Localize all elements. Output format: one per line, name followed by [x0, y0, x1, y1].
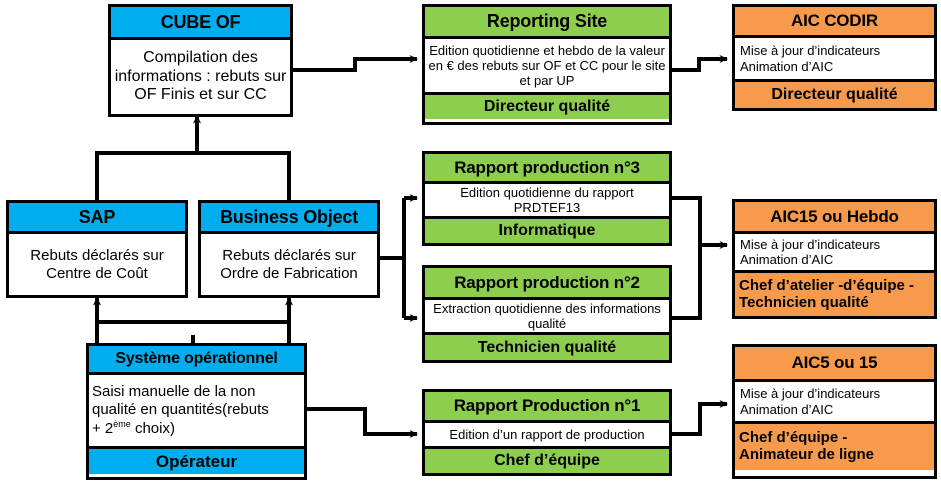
node-sap[interactable]: SAP Rebuts déclarés sur Centre de Coût: [6, 200, 188, 298]
node-rapport-production-2-header: Rapport production n°2: [425, 268, 669, 297]
line-cube-of-to-reporting-site: [293, 54, 419, 72]
node-aic15-hebdo-footer: Chef d’atelier -d’équipe - Technicien qu…: [735, 270, 934, 316]
node-reporting-site-body: Edition quotidienne et hebdo de la valeu…: [425, 36, 669, 92]
line-sap-bo-join: [95, 151, 291, 200]
node-systeme-operationnel-body-line3: + 2ème choix): [92, 419, 175, 438]
node-systeme-operationnel-body-line2: qualité en quantités(rebuts: [92, 401, 269, 419]
node-rapport-production-3-header: Rapport production n°3: [425, 154, 669, 181]
node-business-object[interactable]: Business Object Rebuts déclarés sur Ordr…: [198, 200, 380, 298]
node-aic-codir-body-line2: Animation d’AIC: [740, 58, 834, 74]
node-systeme-operationnel-body: Saisi manuelle de la non qualité en quan…: [89, 372, 304, 446]
node-cube-of-body: Compilation des informations : rebuts su…: [111, 37, 290, 114]
node-aic5-15-footer: Chef d’équipe - Animateur de ligne: [735, 421, 934, 470]
node-aic15-hebdo-body-line1: Mise à jour d’indicateurs: [740, 236, 881, 252]
node-sap-body: Rebuts déclarés sur Centre de Coût: [9, 231, 185, 295]
node-rapport-production-2-footer: Technicien qualité: [425, 332, 669, 360]
node-aic-codir-body-line1: Mise à jour d’indicateurs: [740, 43, 881, 59]
node-reporting-site-header: Reporting Site: [425, 7, 669, 36]
node-aic5-15-body-line1: Mise à jour d’indicateurs: [740, 386, 881, 402]
node-business-object-body: Rebuts déclarés sur Ordre de Fabrication: [201, 231, 377, 295]
line-rapports-merge: [672, 196, 702, 320]
node-aic15-hebdo-footer-line1: Chef d’atelier -d’équipe -: [739, 276, 915, 294]
node-aic15-hebdo-footer-line2: Technicien qualité: [739, 293, 869, 311]
node-aic5-15-body-line2: Animation d’AIC: [740, 401, 834, 417]
node-rapport-production-1-header: Rapport Production n°1: [425, 392, 669, 420]
node-aic5-15-header: AIC5 ou 15: [735, 347, 934, 379]
node-aic5-15-footer-line2: Animateur de ligne: [739, 446, 875, 463]
line-so-up-join: [95, 320, 291, 343]
node-systeme-operationnel-body-line1: Saisi manuelle de la non: [92, 383, 256, 401]
node-rapport-production-3-body: Edition quotidienne du rapport PRDTEF13: [425, 181, 669, 216]
node-aic15-hebdo[interactable]: AIC15 ou Hebdo Mise à jour d’indicateurs…: [732, 199, 937, 319]
node-sap-header: SAP: [9, 203, 185, 231]
node-systeme-operationnel-footer: Opérateur: [89, 446, 304, 474]
node-aic15-hebdo-body: Mise à jour d’indicateurs Animation d’AI…: [735, 231, 934, 270]
node-aic5-15[interactable]: AIC5 ou 15 Mise à jour d’indicateurs Ani…: [732, 344, 937, 479]
node-cube-of-header: CUBE OF: [111, 7, 290, 37]
node-aic15-hebdo-body-line2: Animation d’AIC: [740, 252, 834, 267]
node-systeme-operationnel-header: Système opérationnel: [89, 346, 304, 372]
node-rapport-production-2-body: Extraction quotidienne des informations …: [425, 297, 669, 332]
line-rapport-1-to-aic5: [672, 399, 729, 436]
node-aic5-15-footer-line1: Chef d’équipe -: [739, 429, 848, 447]
line-so-to-rapport-1: [307, 407, 419, 439]
node-reporting-site[interactable]: Reporting Site Edition quotidienne et he…: [422, 4, 672, 125]
body-line3-superscript: ème: [113, 418, 131, 429]
node-rapport-production-3-footer: Informatique: [425, 216, 669, 243]
node-aic-codir[interactable]: AIC CODIR Mise à jour d’indicateurs Anim…: [732, 4, 937, 111]
node-aic15-hebdo-header: AIC15 ou Hebdo: [735, 202, 934, 231]
node-reporting-site-footer: Directeur qualité: [425, 92, 669, 119]
node-rapport-production-2[interactable]: Rapport production n°2 Extraction quotid…: [422, 265, 672, 363]
node-aic-codir-header: AIC CODIR: [735, 7, 934, 35]
node-rapport-production-1-footer: Chef d’équipe: [425, 446, 669, 473]
line-reporting-site-to-aic-codir: [672, 54, 729, 72]
node-rapport-production-3[interactable]: Rapport production n°3 Edition quotidien…: [422, 151, 672, 246]
node-cube-of[interactable]: CUBE OF Compilation des informations : r…: [108, 4, 293, 117]
node-rapport-production-1[interactable]: Rapport Production n°1 Edition d’un rapp…: [422, 389, 672, 476]
body-line3-suffix: choix): [130, 419, 175, 437]
node-rapport-production-1-body: Edition d’un rapport de production: [425, 420, 669, 446]
node-systeme-operationnel[interactable]: Système opérationnel Saisi manuelle de l…: [86, 343, 307, 480]
body-line3-prefix: + 2: [92, 419, 114, 437]
node-aic-codir-footer: Directeur qualité: [735, 79, 934, 108]
node-business-object-header: Business Object: [201, 203, 377, 231]
node-aic-codir-body: Mise à jour d’indicateurs Animation d’AI…: [735, 35, 934, 79]
node-aic5-15-body: Mise à jour d’indicateurs Animation d’AI…: [735, 379, 934, 421]
